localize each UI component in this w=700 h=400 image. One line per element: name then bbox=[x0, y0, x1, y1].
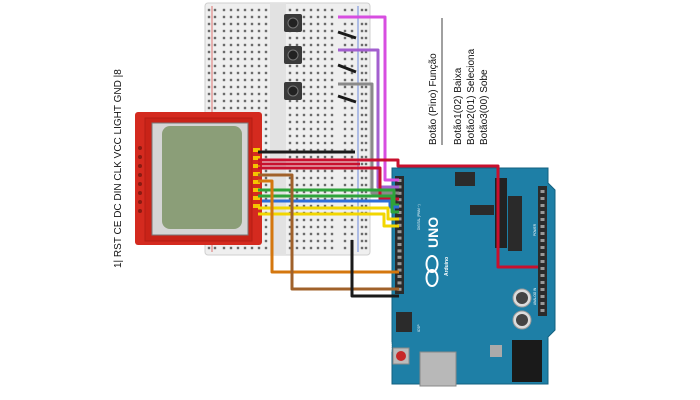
wire-gray bbox=[338, 82, 399, 195]
button-wire-3 bbox=[337, 94, 357, 104]
power-jack bbox=[512, 340, 542, 382]
wire-magenta bbox=[338, 15, 399, 182]
legend-row-3: Botão3(00) Sobe bbox=[479, 69, 490, 145]
lcd-pin-labels: 1| RST CE DC DIN CLK VCC LIGHT GND |8 bbox=[113, 69, 124, 268]
button-legend: Botão (Pino) Função Botão1(02) Baixa Bot… bbox=[428, 18, 490, 145]
arduino-logo bbox=[425, 255, 439, 287]
usb-connector bbox=[419, 351, 457, 387]
analog-header-label: ANALOG IN bbox=[533, 287, 537, 305]
legend-row-1: Botão1(02) Baixa bbox=[453, 67, 464, 145]
wire-red-lcd-vcc bbox=[258, 166, 399, 201]
legend-header: Botão (Pino) Função bbox=[428, 53, 439, 145]
button-wire-1 bbox=[337, 30, 357, 40]
push-button-1 bbox=[284, 14, 302, 32]
lcd-module bbox=[135, 112, 262, 245]
arduino-board: UNO Arduino DIGITAL (PWM ~) POWER ANALOG… bbox=[389, 167, 556, 387]
wire-blue bbox=[262, 199, 399, 209]
icsp-label: ICSP bbox=[417, 325, 421, 332]
wire-green-lcd-light bbox=[258, 188, 399, 207]
power-header-label: POWER bbox=[533, 223, 537, 236]
wires bbox=[258, 15, 538, 298]
wire-black-gnd bbox=[350, 240, 399, 298]
legend-row-2: Botão2(01) Seleciona bbox=[466, 48, 477, 145]
arduino-brand-label: Arduino bbox=[444, 257, 450, 276]
arduino-model-label: UNO bbox=[425, 217, 441, 248]
wire-violet bbox=[338, 48, 399, 189]
button-wire-2 bbox=[337, 63, 357, 74]
push-button-2 bbox=[284, 46, 302, 64]
wire-yellow bbox=[258, 206, 399, 221]
wire-red-power bbox=[258, 158, 538, 269]
push-button-3 bbox=[284, 82, 302, 100]
wire-yellow-2 bbox=[258, 212, 399, 228]
reset-label: RESET bbox=[389, 341, 393, 352]
wire-brown bbox=[258, 173, 399, 291]
digital-header-label: DIGITAL (PWM ~) bbox=[417, 204, 421, 230]
wire-orange bbox=[258, 179, 399, 274]
wire-green-2 bbox=[258, 194, 399, 214]
